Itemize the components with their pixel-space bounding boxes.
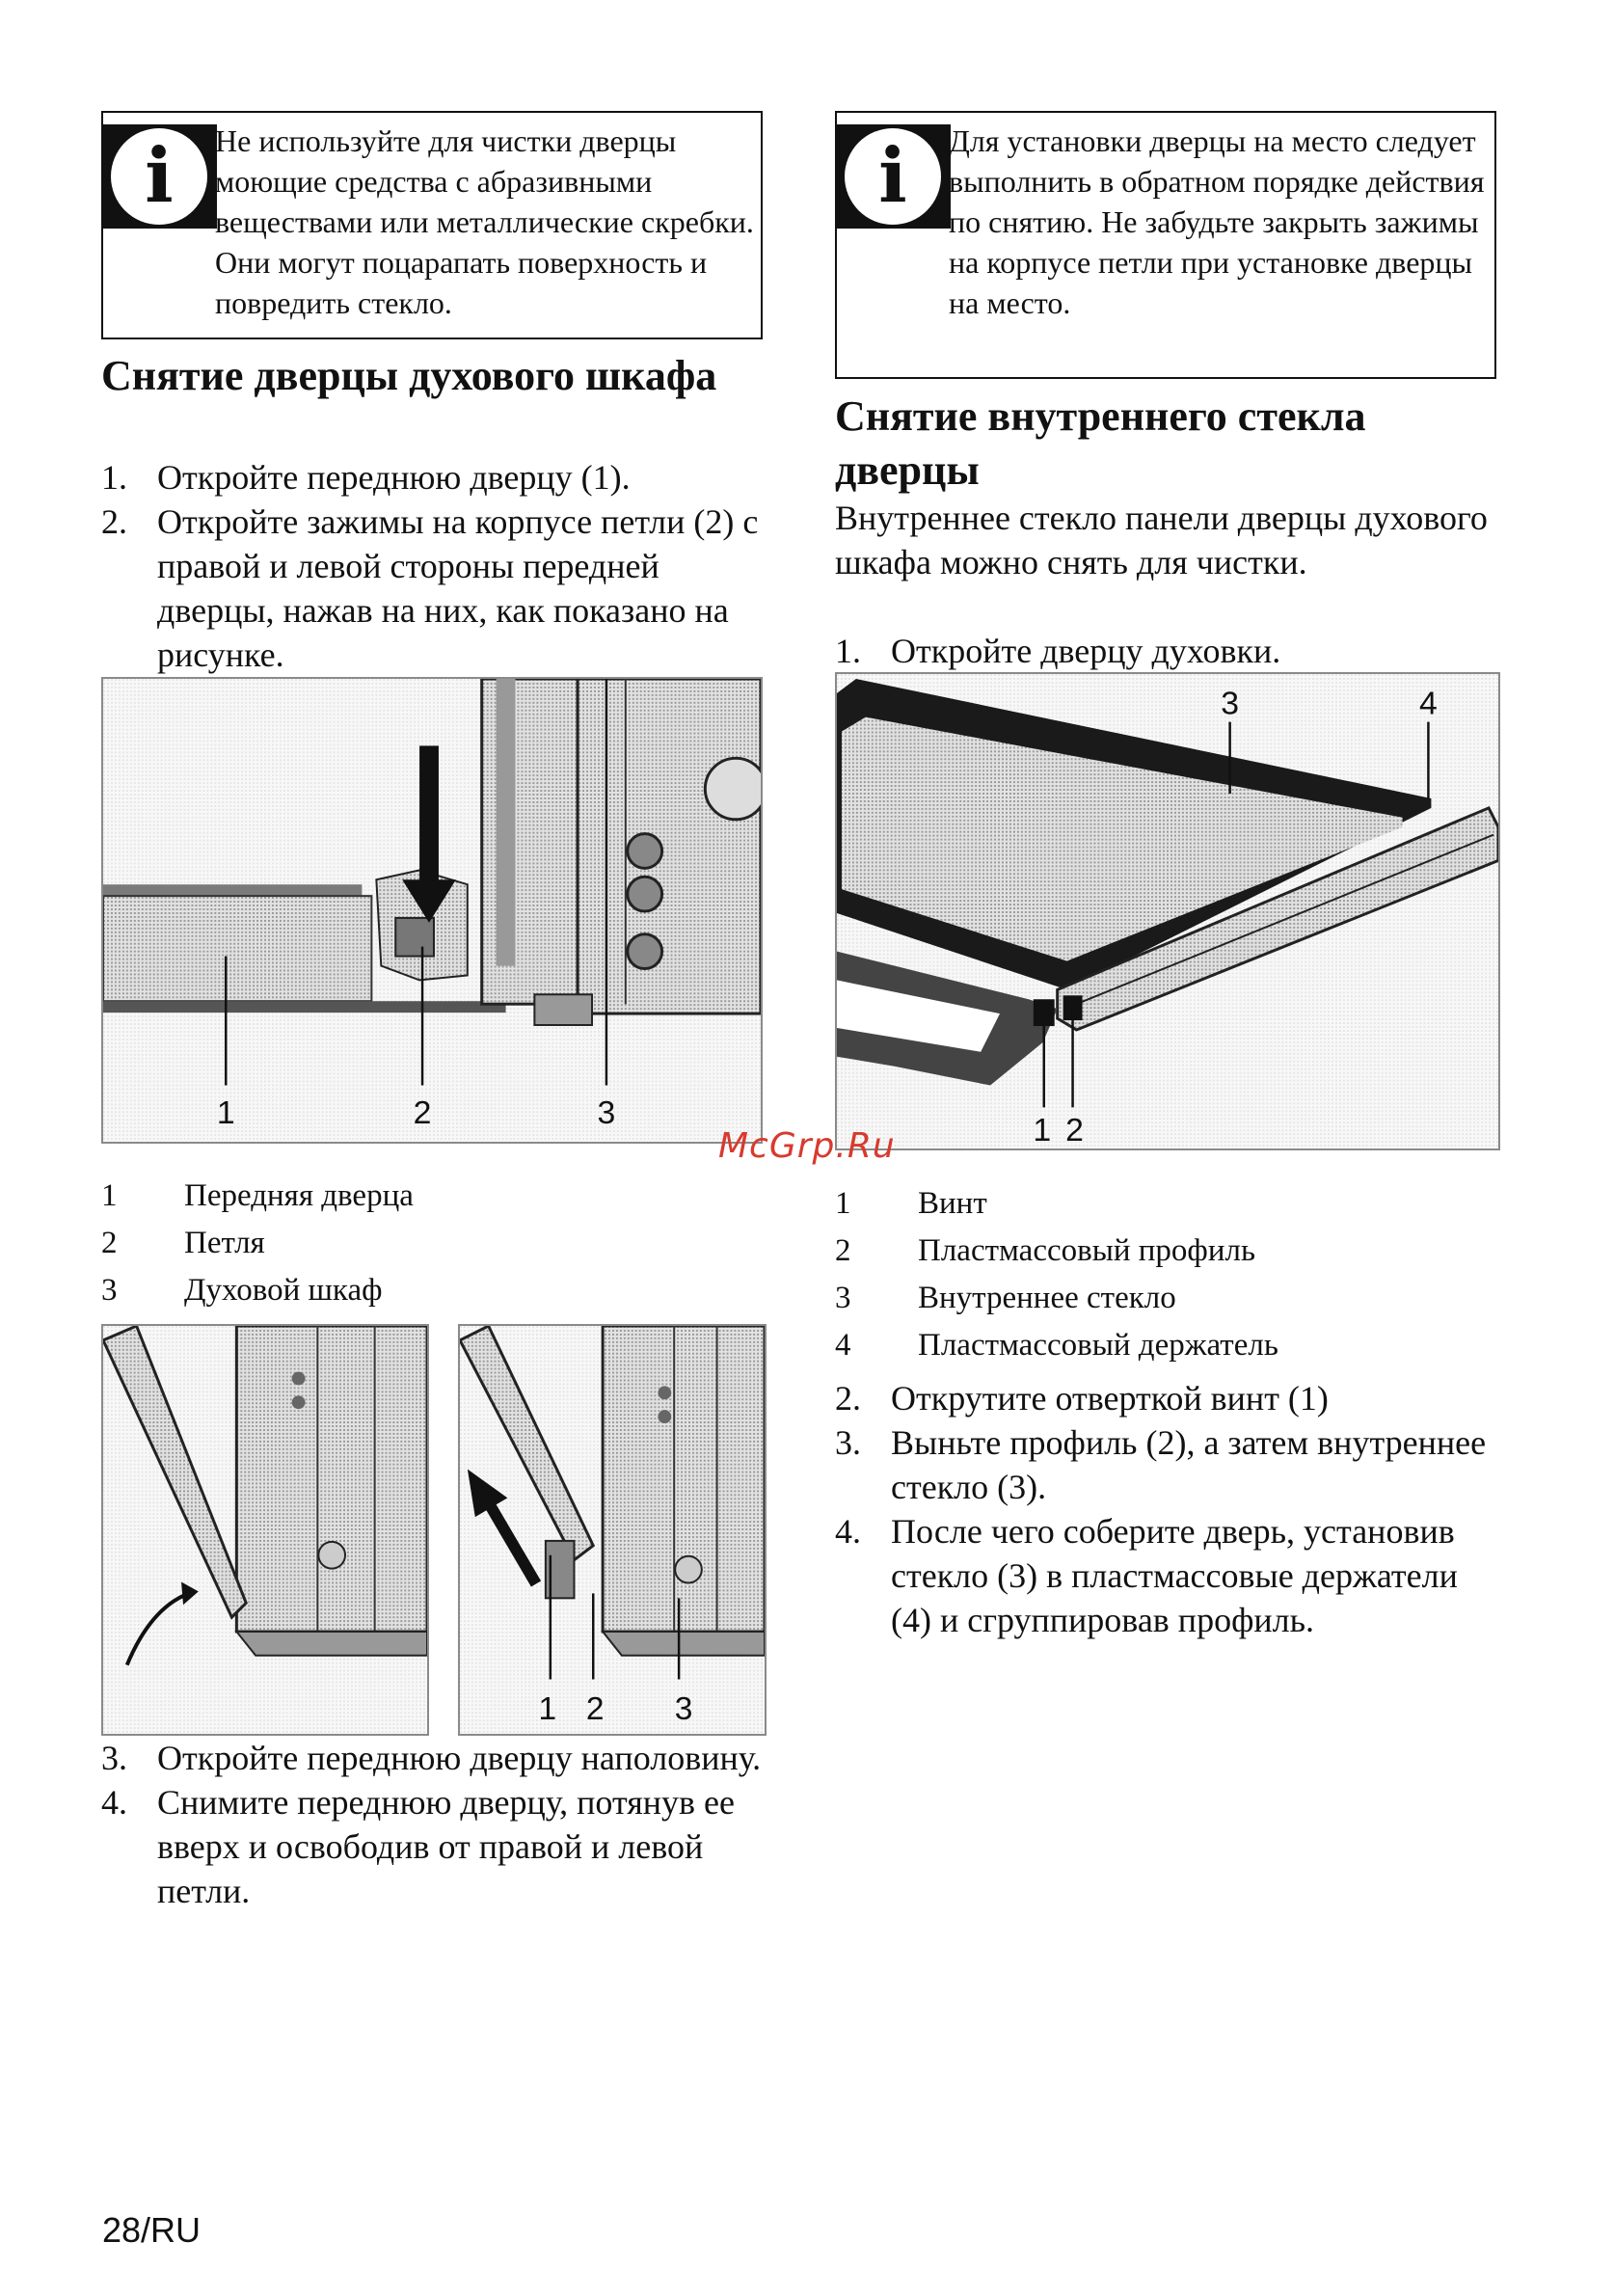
figure-label-3: 3 [675,1691,693,1727]
hinge-diagram: 1 2 3 [101,677,763,1144]
figure-label-1: 1 [1033,1112,1051,1148]
intro-paragraph: Внутреннее стекло панели дверцы духового… [835,499,1488,581]
door-glass-drawing: 3 4 1 2 [837,674,1498,1148]
step-list: 1. Откройте переднюю дверцу (1). 2. Откройт… [101,455,767,677]
step-item: 2. Открутите отверткой винт (1) [835,1376,1500,1420]
figure-label-2: 2 [1065,1112,1084,1148]
step-text: Откройте переднюю дверцу наполовину. [157,1739,762,1777]
step-number: 4. [101,1783,127,1822]
legend-text: Передняя дверца [184,1178,414,1213]
legend-number: 1 [835,1186,851,1221]
step-text: Откройте дверцу духовки. [891,632,1281,670]
notice-text: Не используйте для чистки дверцы моющие … [215,123,754,320]
step-text: Снимите переднюю дверцу, потянув ее ввер… [157,1783,735,1910]
legend-item: 4 Пластмассовый держатель [835,1326,1500,1373]
step-number: 3. [835,1423,861,1462]
hinge-diagram-drawing: 1 2 3 [103,679,761,1142]
info-icon: i [837,124,951,229]
legend-item: 1 Винт [835,1184,1500,1231]
door-lift-drawing: 1 2 3 [460,1326,765,1734]
door-half-open-drawing [103,1326,427,1734]
section-heading-glass-removal: Снятие внутреннего стекла дверцы [835,392,1366,494]
legend-number: 3 [101,1273,118,1308]
figure-label-1: 1 [217,1094,235,1131]
step-text: Откройте переднюю дверцу (1). [157,458,631,497]
figure-label-4: 4 [1419,686,1438,722]
figure-legend: 1 Передняя дверца 2 Петля 3 Духовой шкаф [101,1176,767,1318]
figure-label-3: 3 [598,1094,616,1131]
step-item: 4. После чего соберите дверь, установив с… [835,1509,1500,1642]
step-number: 1. [101,458,127,497]
step-item: 2. Откройте зажимы на корпусе петли (2) с… [101,500,767,677]
step-item: 3. Откройте переднюю дверцу наполовину. [101,1736,767,1780]
legend-number: 3 [835,1281,851,1315]
info-icon: i [103,124,217,229]
step-item: 4. Снимите переднюю дверцу, потянув ее вв… [101,1780,767,1913]
legend-text: Пластмассовый профиль [918,1233,1255,1268]
figure-legend: 1 Винт 2 Пластмассовый профиль 3 Внутреннее с… [835,1184,1500,1373]
legend-number: 1 [101,1178,118,1213]
door-lift-diagram: 1 2 3 [458,1324,767,1736]
page-number: 28/RU [102,2210,202,2250]
figure-label-3: 3 [1221,686,1239,722]
legend-number: 4 [835,1328,851,1363]
legend-item: 3 Внутреннее стекло [835,1279,1500,1326]
step-list: 1. Откройте дверцу духовки. [835,629,1500,673]
door-glass-diagram: 3 4 1 2 [835,672,1500,1150]
step-text: Выньте профиль (2), а затем внутреннее с… [891,1423,1487,1506]
legend-number: 2 [101,1226,118,1260]
legend-text: Внутреннее стекло [918,1281,1176,1315]
legend-text: Винт [918,1186,987,1221]
step-list: 2. Открутите отверткой винт (1) 3. Выньте п… [835,1376,1500,1642]
step-number: 2. [835,1379,861,1418]
step-text: Открутите отверткой винт (1) [891,1379,1329,1418]
legend-item: 2 Петля [101,1224,767,1271]
figure-label-2: 2 [414,1094,432,1131]
step-number: 4. [835,1512,861,1551]
door-half-open-diagram [101,1324,429,1736]
step-number: 2. [101,502,127,541]
legend-item: 3 Духовой шкаф [101,1271,767,1318]
step-item: 1. Откройте дверцу духовки. [835,629,1500,673]
notice-box-cleaning: i Не используйте для чистки дверцы моющи… [101,111,763,339]
legend-number: 2 [835,1233,851,1268]
legend-item: 2 Пластмассовый профиль [835,1231,1500,1279]
notice-text: Для установки дверцы на место следует вы… [949,123,1485,320]
legend-item: 1 Передняя дверца [101,1176,767,1224]
figure-label-2: 2 [586,1691,605,1727]
step-item: 3. Выньте профиль (2), а затем внутреннее… [835,1420,1500,1509]
step-list: 3.Откройте переднюю дверцу наполовину.4.… [101,1736,767,1913]
legend-text: Духовой шкаф [184,1273,383,1308]
figure-label-1: 1 [539,1691,557,1727]
legend-text: Петля [184,1226,265,1260]
step-number: 3. [101,1739,127,1777]
notice-box-reinstall: i Для установки дверцы на место следует … [835,111,1496,379]
step-text: После чего соберите дверь, установив сте… [891,1512,1458,1639]
step-item: 1. Откройте переднюю дверцу (1). [101,455,767,500]
legend-text: Пластмассовый держатель [918,1328,1278,1363]
watermark: McGrp.Ru [718,1126,896,1166]
step-text: Откройте зажимы на корпусе петли (2) с п… [157,502,759,674]
step-number: 1. [835,632,861,670]
section-heading-door-removal: Снятие дверцы духового шкафа [101,352,717,399]
